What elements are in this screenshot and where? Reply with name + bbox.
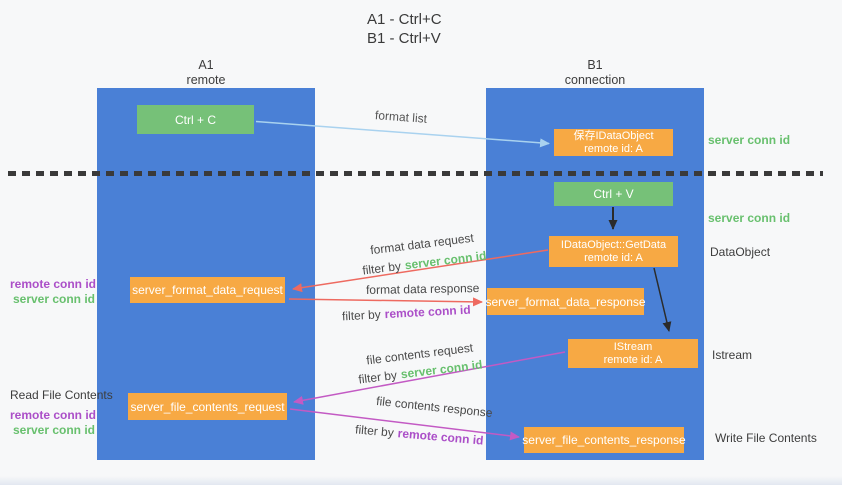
server-format-data-request-node: server_format_data_request	[130, 277, 285, 303]
right-column-header: B1 connection	[486, 58, 704, 88]
format-list-arrow	[255, 120, 550, 148]
getdata-line1: IDataObject::GetData	[560, 238, 667, 251]
server-file-contents-request-node: server_file_contents_request	[128, 393, 287, 420]
save-dataobject-line1: 保存IDataObject	[573, 129, 654, 142]
getdata-node: IDataObject::GetData remote id: A	[549, 236, 678, 267]
diagram-title: A1 - Ctrl+C B1 - Ctrl+V	[367, 10, 442, 48]
file-contents-response-arrow	[289, 408, 520, 441]
ctrl-c-label: Ctrl + C	[174, 112, 216, 127]
server-file-contents-response-node: server_file_contents_response	[522, 427, 686, 453]
bottom-edge-shade	[0, 476, 842, 485]
left-column-name: A1	[198, 58, 214, 72]
right-column-role: connection	[564, 73, 626, 87]
right-column-name: B1	[587, 58, 603, 72]
server-conn-id-annotation: server conn id	[12, 291, 95, 306]
server-file-contents-response-label: server_file_contents_response	[522, 433, 686, 447]
dataobject-annotation: DataObject	[710, 245, 771, 259]
format-data-request-arrow	[292, 249, 549, 293]
left-mid-annotation: remote conn id server conn id	[10, 277, 97, 306]
server-conn-id-annotation-top: server conn id	[708, 133, 791, 147]
server-format-data-request-label: server_format_data_request	[132, 283, 283, 297]
server-file-contents-request-label: server_file_contents_request	[130, 399, 285, 414]
getdata-line2: remote id: A	[584, 251, 643, 264]
title-line-2: B1 - Ctrl+V	[367, 30, 441, 47]
title-line-1: A1 - Ctrl+C	[367, 11, 442, 28]
write-file-contents-annotation: Write File Contents	[715, 431, 817, 445]
left-column-header: A1 remote	[97, 58, 315, 88]
server-format-data-response-node: server_format_data_response	[485, 288, 646, 315]
filter-by-text: filter by	[341, 307, 382, 324]
dotted-separator	[8, 171, 823, 176]
remote-conn-id-annotation: remote conn id	[10, 408, 97, 422]
ctrl-v-node: Ctrl + V	[554, 182, 673, 206]
server-conn-id-annotation-mid: server conn id	[708, 211, 791, 225]
save-dataobject-line2: remote id: A	[584, 142, 643, 155]
istream-node: IStream remote id: A	[568, 339, 698, 368]
istream-line2: remote id: A	[603, 353, 663, 366]
getdata-to-istream-arrow	[653, 267, 672, 332]
server-conn-id-annotation: server conn id	[12, 422, 95, 437]
format-data-response-label: format data response	[365, 281, 480, 297]
left-column-role: remote	[186, 73, 226, 87]
server-format-data-response-label: server_format_data_response	[485, 294, 646, 309]
read-file-contents-annotation: Read File Contents	[10, 388, 113, 402]
ctrl-v-label: Ctrl + V	[593, 187, 634, 201]
left-bottom-annotation: remote conn id server conn id	[10, 408, 97, 437]
istream-annotation: Istream	[712, 348, 753, 362]
save-dataobject-node: 保存IDataObject remote id: A	[554, 129, 673, 156]
file-contents-request-arrow	[293, 351, 566, 405]
format-data-response-arrow	[288, 297, 483, 307]
istream-line1: IStream	[613, 340, 653, 353]
remote-conn-id-annotation: remote conn id	[10, 277, 97, 291]
ctrl-c-node: Ctrl + C	[137, 105, 254, 134]
